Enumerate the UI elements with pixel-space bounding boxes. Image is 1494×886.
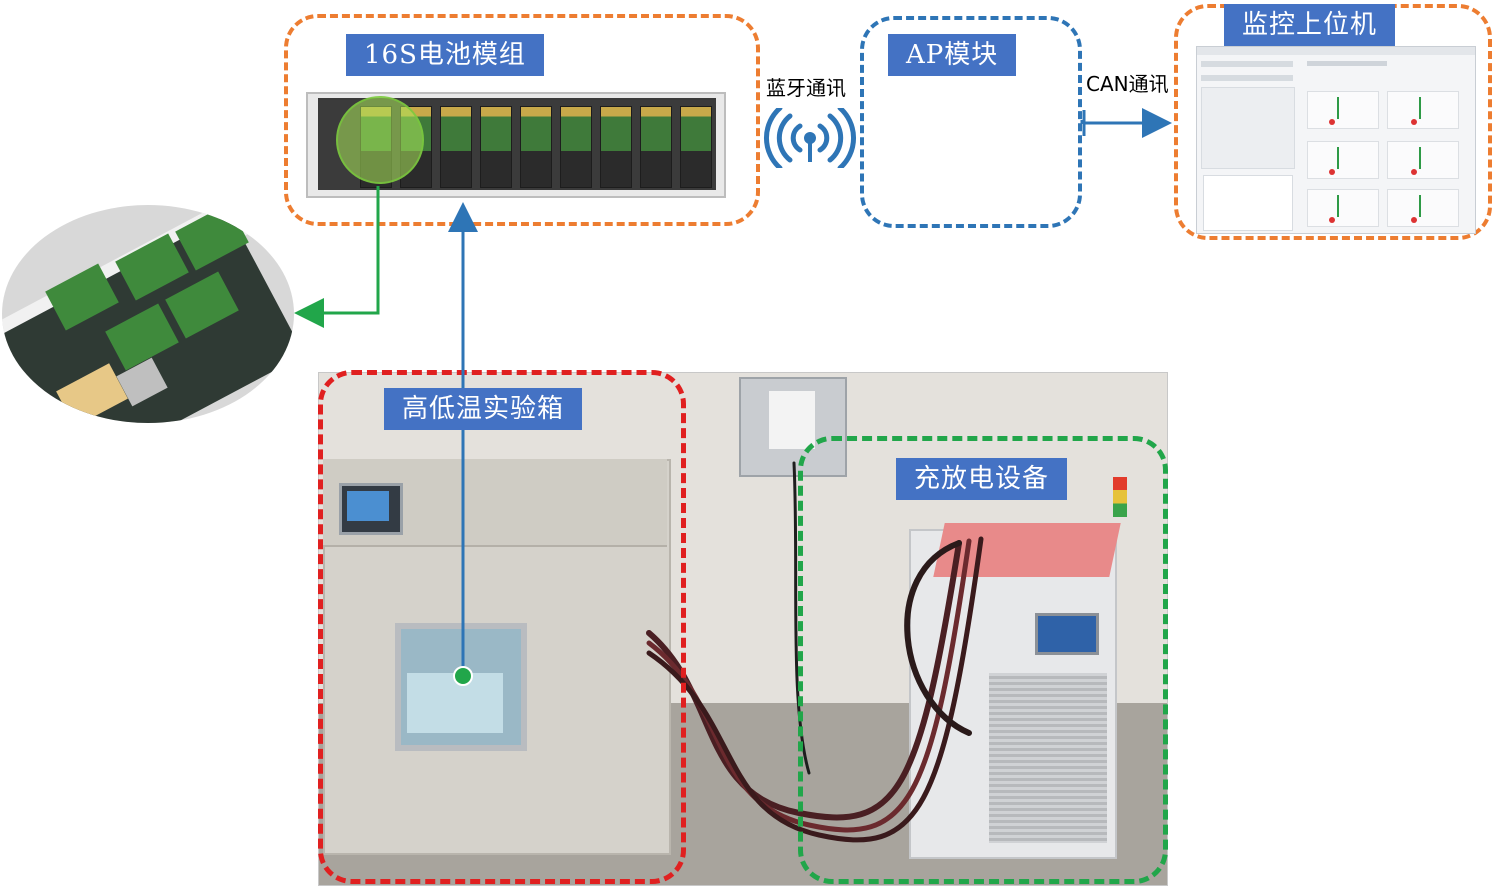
wireless-signal-icon	[764, 108, 856, 168]
ap-module-box	[860, 16, 1082, 228]
battery-cell-board	[480, 106, 512, 188]
charger-label: 充放电设备	[896, 458, 1068, 500]
chamber-box	[318, 370, 686, 884]
monitor-pc-label: 监控上位机	[1224, 4, 1396, 46]
battery-cell-board	[520, 106, 552, 188]
bluetooth-comm-text: 蓝牙通讯	[766, 76, 846, 100]
charger-display	[1035, 613, 1099, 655]
can-comm-text: CAN通讯	[1086, 72, 1169, 96]
battery-module-label: 16S电池模组	[346, 34, 544, 76]
charger-box	[798, 436, 1168, 884]
battery-zoom-photo	[2, 205, 294, 423]
ap-module-label: AP模块	[888, 34, 1017, 76]
battery-module-photo	[306, 92, 726, 198]
monitor-pc-screenshot	[1196, 46, 1476, 234]
chamber-label: 高低温实验箱	[384, 388, 583, 430]
signal-tower-light	[1113, 477, 1127, 517]
magnifier-highlight	[336, 96, 424, 184]
battery-cell-board	[560, 106, 592, 188]
battery-cell-board	[440, 106, 472, 188]
battery-cell-board	[600, 106, 632, 188]
battery-cell-board	[680, 106, 712, 188]
battery-cell-board	[640, 106, 672, 188]
battery-module-box	[284, 14, 760, 226]
